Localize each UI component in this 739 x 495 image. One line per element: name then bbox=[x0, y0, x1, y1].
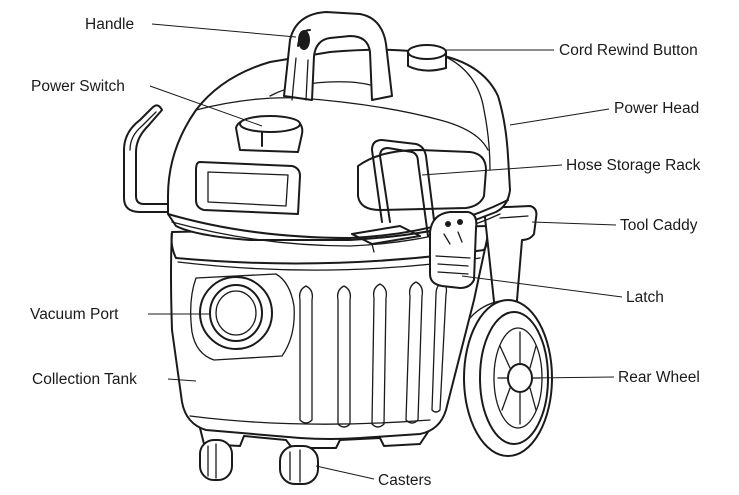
rear-wheel-shape bbox=[463, 299, 553, 457]
casters-shape bbox=[199, 439, 319, 485]
leader-handle bbox=[151, 23, 297, 38]
label-handle: Handle bbox=[85, 16, 134, 33]
leader-casters bbox=[315, 465, 375, 480]
power-switch-shape bbox=[235, 115, 304, 153]
leader-hose-storage-rack bbox=[421, 164, 563, 176]
leader-tool-caddy bbox=[531, 221, 617, 226]
power-head-shape bbox=[167, 48, 511, 247]
handle-shape bbox=[283, 11, 393, 101]
hose-storage-rack-shape bbox=[351, 139, 437, 253]
label-latch: Latch bbox=[626, 289, 664, 306]
labels: Handle Power Switch Vacuum Port Collecti… bbox=[30, 16, 701, 489]
tool-caddy-shape bbox=[483, 205, 538, 321]
label-tool-caddy: Tool Caddy bbox=[620, 217, 698, 234]
label-power-head: Power Head bbox=[614, 100, 699, 117]
leader-rear-wheel bbox=[531, 376, 615, 379]
label-rear-wheel: Rear Wheel bbox=[618, 369, 700, 386]
label-collection-tank: Collection Tank bbox=[32, 371, 137, 388]
leader-lines bbox=[148, 23, 623, 480]
leader-latch bbox=[461, 275, 623, 298]
label-cord-rewind-button: Cord Rewind Button bbox=[559, 42, 698, 59]
cord-rewind-button-shape bbox=[407, 44, 447, 72]
latch-shape bbox=[429, 211, 478, 289]
leader-power-switch bbox=[149, 85, 263, 127]
label-casters: Casters bbox=[378, 472, 432, 489]
leader-power-head bbox=[509, 108, 610, 126]
label-hose-storage-rack: Hose Storage Rack bbox=[566, 157, 701, 174]
label-vacuum-port: Vacuum Port bbox=[30, 306, 119, 323]
vacuum-port-shape bbox=[190, 273, 295, 361]
cord-hook bbox=[123, 104, 177, 213]
leader-collection-tank bbox=[167, 378, 197, 382]
label-power-switch: Power Switch bbox=[31, 78, 125, 95]
